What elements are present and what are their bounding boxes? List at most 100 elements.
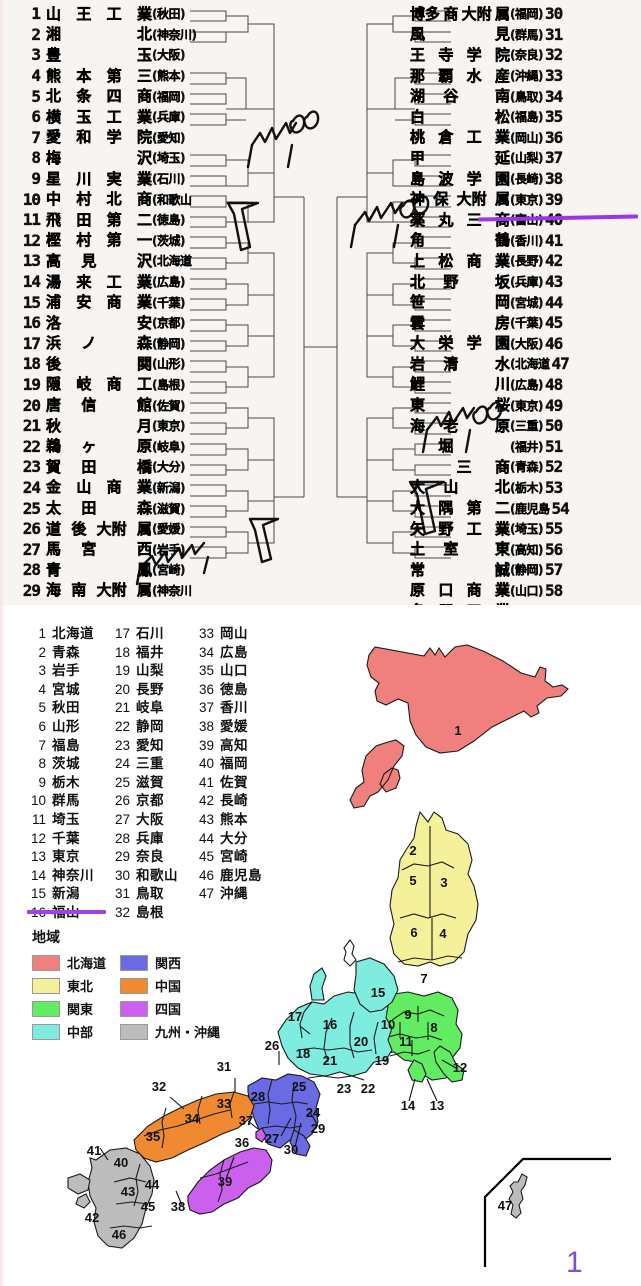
legend-item[interactable]: 東北 (32, 976, 106, 995)
legend-item[interactable]: 九州・沖縄 (120, 1022, 220, 1041)
legend-item[interactable]: 関東 (32, 999, 106, 1018)
legend-item[interactable]: 北海道 (32, 953, 106, 972)
legend-item[interactable]: 中国 (120, 976, 220, 995)
legend-item[interactable]: 四国 (120, 999, 220, 1018)
bracket-team-row[interactable]: 59名朋工業(愛知) (408, 601, 636, 605)
legend-item[interactable]: 関西 (120, 953, 220, 972)
